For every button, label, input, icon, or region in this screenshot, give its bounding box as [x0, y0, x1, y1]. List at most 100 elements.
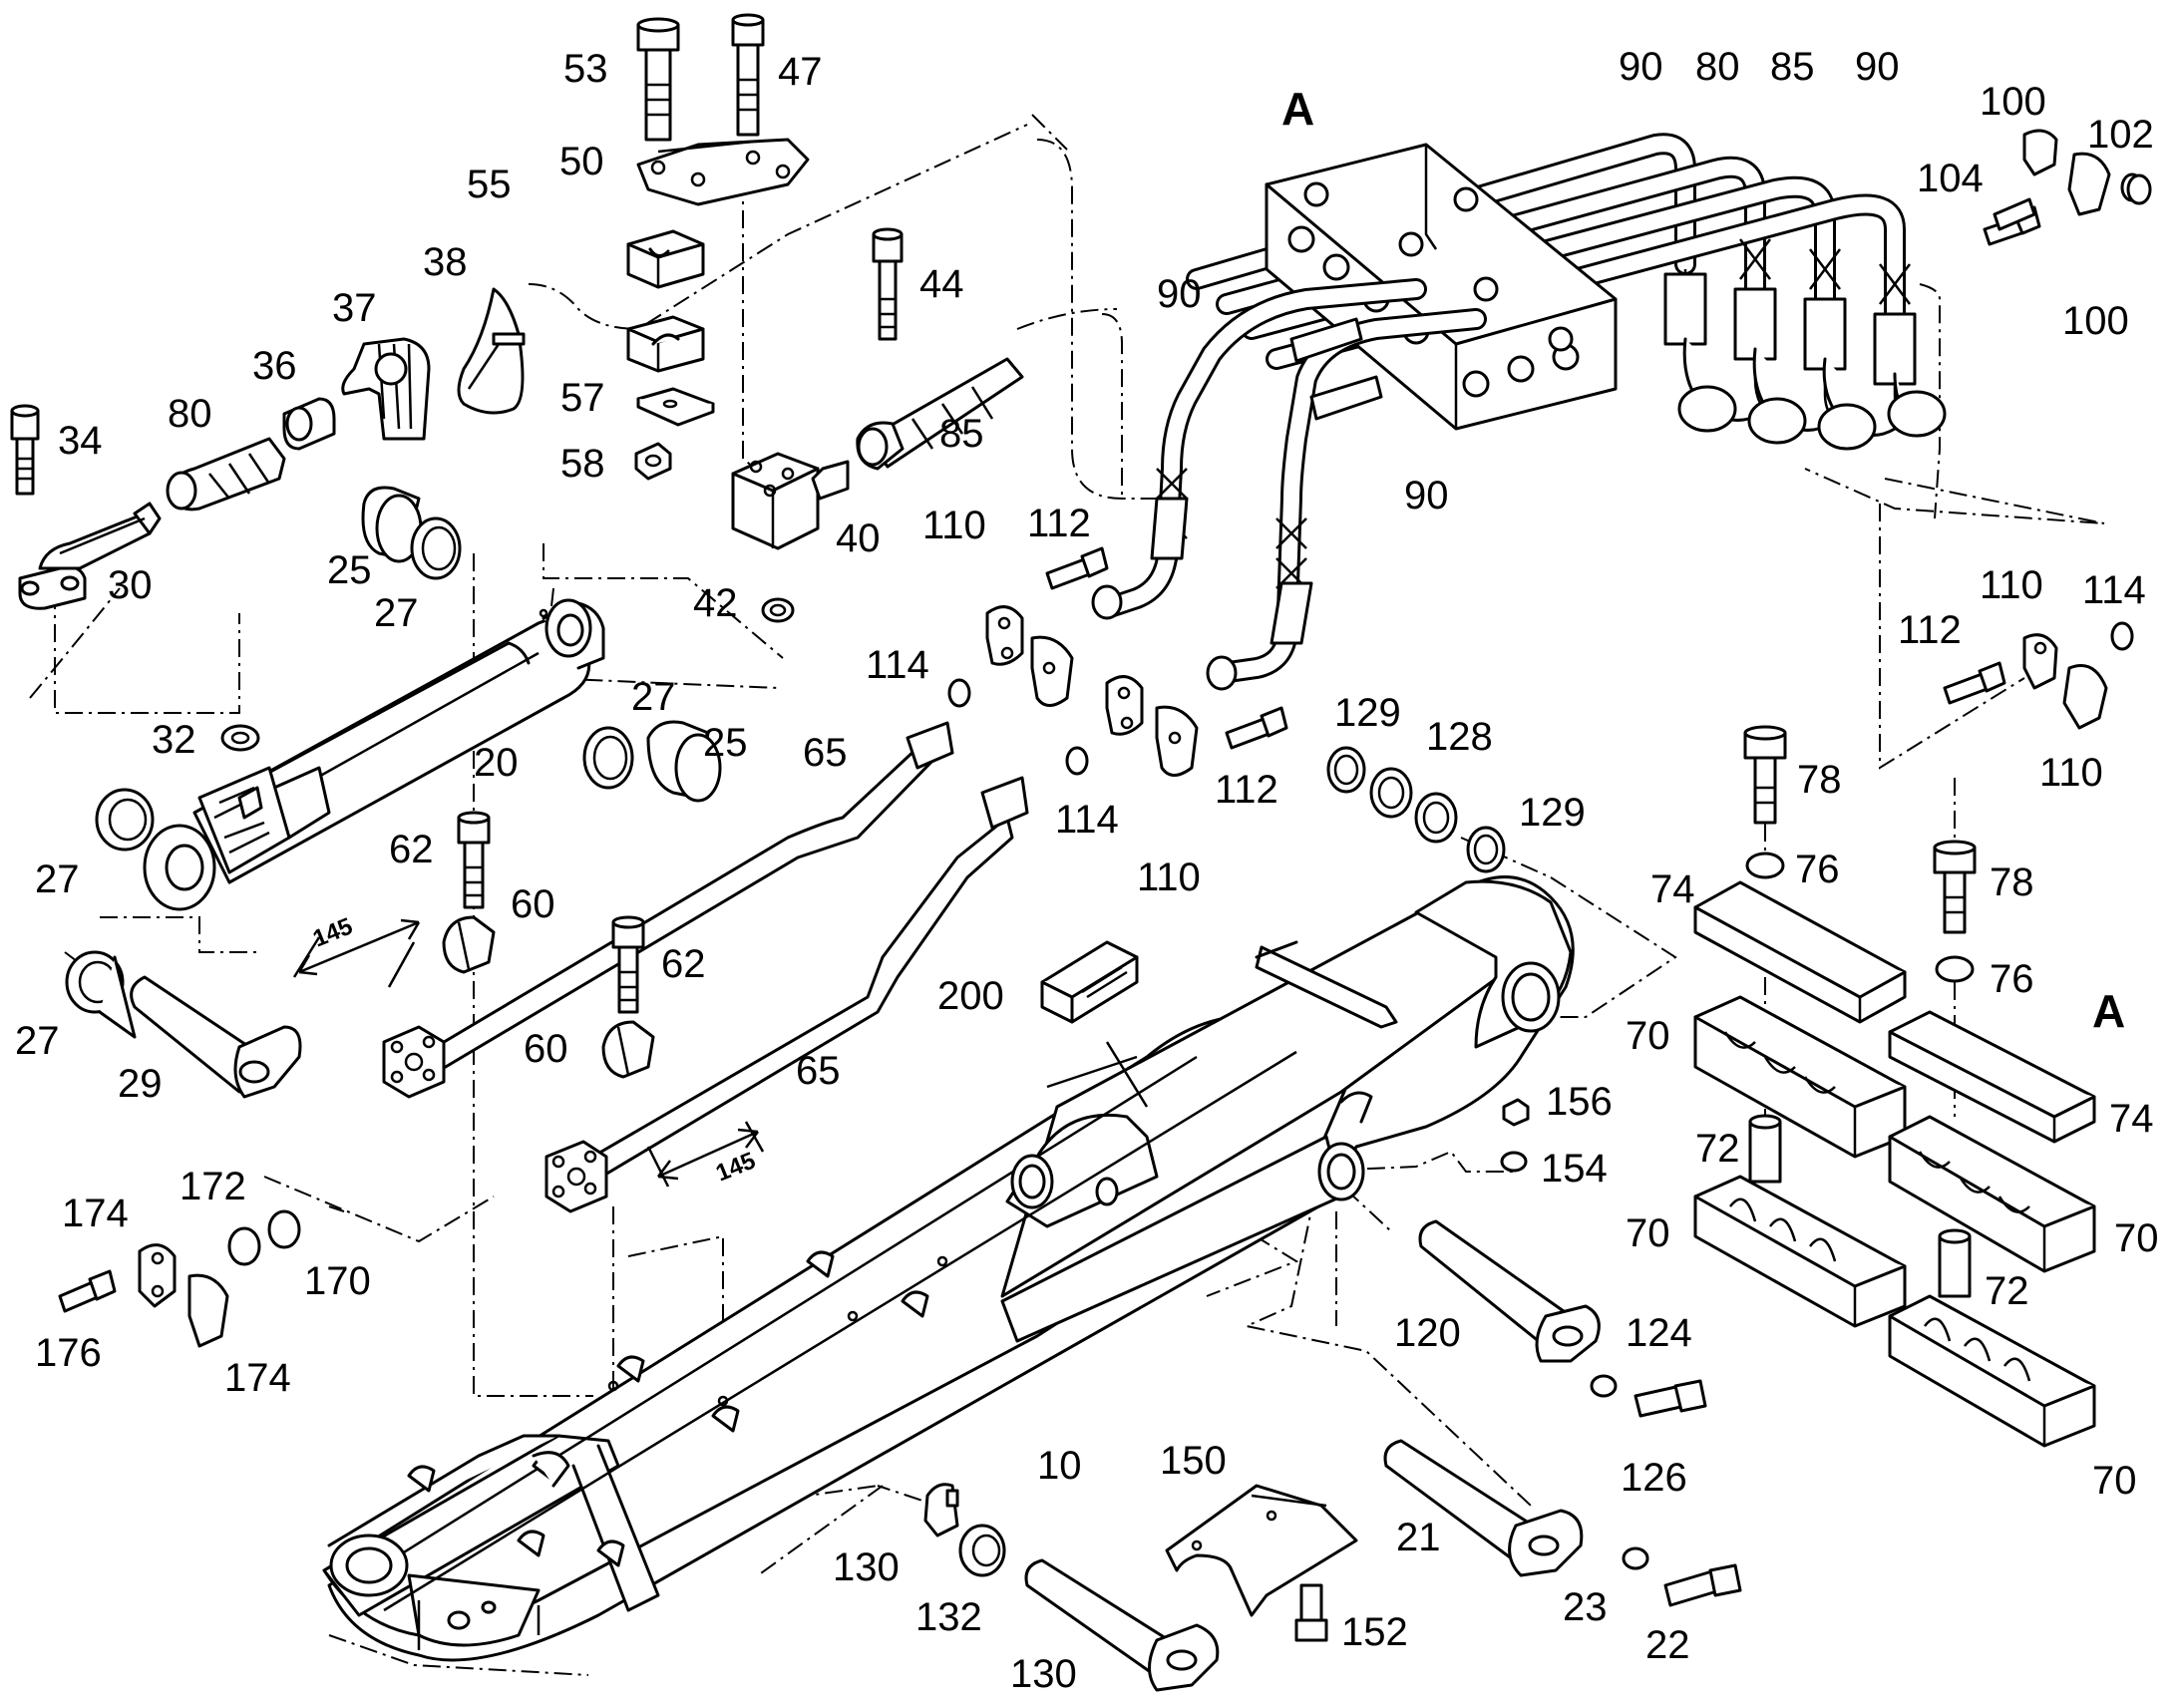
label-124: 124	[1626, 1311, 1692, 1355]
part-62-bolts	[457, 811, 645, 1014]
part-44-bolt	[872, 227, 904, 341]
label-27-c: 27	[35, 857, 80, 901]
label-90-c: 90	[1157, 272, 1202, 316]
label-112-c: 112	[1898, 608, 1962, 652]
label-174-a: 174	[62, 1192, 129, 1235]
label-44: 44	[919, 262, 964, 306]
part-65-tubes	[382, 721, 1029, 1213]
part-130-clamp	[923, 1483, 959, 1537]
label-50: 50	[559, 140, 604, 183]
label-76-b: 76	[1990, 957, 2034, 1001]
label-114-b: 114	[1055, 798, 1119, 842]
label-152: 152	[1341, 1610, 1408, 1654]
label-90-d: 90	[1404, 474, 1449, 517]
section-marker-a-top: A	[1281, 83, 1314, 135]
label-36: 36	[252, 344, 297, 388]
label-90-a: 90	[1619, 45, 1663, 89]
label-60-b: 60	[524, 1027, 568, 1071]
label-38: 38	[423, 240, 468, 284]
label-100-a: 100	[1980, 80, 2046, 124]
label-114-a: 114	[866, 643, 929, 687]
label-130-a: 130	[833, 1545, 900, 1589]
part-170-176	[58, 1209, 301, 1348]
label-74-b: 74	[2109, 1097, 2154, 1141]
clamp-stack-left	[1693, 880, 1907, 1328]
label-120: 120	[1394, 1311, 1461, 1355]
part-110-flanges	[985, 129, 2111, 777]
part-80-left	[166, 437, 286, 512]
label-37: 37	[332, 286, 377, 330]
label-65-a: 65	[803, 731, 848, 775]
label-132: 132	[915, 1595, 982, 1639]
label-80-b: 80	[1695, 45, 1740, 89]
label-112-a: 112	[1027, 502, 1091, 545]
label-128: 128	[1426, 715, 1493, 759]
label-110-a: 110	[922, 504, 986, 547]
part-152-bolt	[1294, 1583, 1328, 1642]
part-130-pin	[1024, 1558, 1220, 1692]
label-110-b: 110	[1137, 855, 1201, 899]
label-110-c: 110	[1980, 563, 2043, 607]
label-32: 32	[152, 718, 196, 762]
part-30-fitting	[18, 502, 162, 610]
label-53: 53	[563, 47, 608, 91]
label-170: 170	[304, 1259, 371, 1303]
label-70-a: 70	[1626, 1014, 1670, 1058]
label-70-c: 70	[2114, 1216, 2159, 1260]
label-62-b: 62	[661, 942, 706, 986]
part-37-bracket	[341, 337, 431, 441]
label-130-b: 130	[1010, 1652, 1077, 1696]
part-58-nut	[634, 442, 672, 481]
label-78-a: 78	[1797, 758, 1842, 802]
label-112-b: 112	[1215, 768, 1278, 812]
dimension-145-b: 145	[712, 1148, 759, 1188]
label-65-b: 65	[796, 1049, 841, 1093]
part-27-ring	[65, 516, 634, 1039]
label-85-b: 85	[1770, 45, 1815, 89]
label-114-c: 114	[2082, 568, 2146, 612]
label-80-a: 80	[168, 392, 212, 436]
part-55-clamp-bottom	[626, 315, 705, 373]
label-47: 47	[778, 50, 823, 94]
label-174-b: 174	[224, 1356, 291, 1400]
dimension-145-a: 145	[309, 913, 356, 953]
section-marker-a-right: A	[2092, 985, 2125, 1037]
label-29: 29	[118, 1062, 163, 1106]
part-85-left	[856, 357, 1024, 471]
cylinder-20	[143, 598, 605, 911]
label-42: 42	[693, 581, 738, 625]
label-74-a: 74	[1650, 867, 1695, 911]
label-34: 34	[58, 419, 103, 463]
part-200-box	[1040, 940, 1149, 1108]
part-57-plate	[636, 387, 715, 427]
label-100-b: 100	[2062, 299, 2129, 343]
label-110-d: 110	[2039, 751, 2103, 795]
label-90-b: 90	[1855, 45, 1900, 89]
label-25-b: 25	[703, 721, 748, 765]
part-34-bolt	[10, 404, 40, 496]
label-58: 58	[560, 442, 605, 486]
hose-assembly-top-right	[1091, 133, 1947, 691]
part-53-bolt	[636, 17, 680, 142]
label-60-a: 60	[511, 882, 555, 926]
label-10: 10	[1037, 1444, 1082, 1488]
label-200: 200	[937, 974, 1004, 1018]
label-129-b: 129	[1519, 791, 1586, 835]
part-38-clamp	[457, 287, 526, 415]
dimension-arrows	[292, 918, 765, 1188]
label-25-a: 25	[327, 548, 372, 592]
label-70-b: 70	[1626, 1211, 1670, 1255]
part-29-pin	[130, 975, 302, 1099]
part-124-126	[1590, 1374, 1707, 1418]
part-50-plate	[636, 138, 810, 206]
label-102: 102	[2087, 113, 2154, 157]
part-154-156	[1500, 1098, 1530, 1173]
label-154: 154	[1541, 1147, 1608, 1191]
label-22: 22	[1645, 1623, 1690, 1667]
label-76-a: 76	[1795, 848, 1840, 891]
part-40-block	[731, 452, 850, 550]
label-27-b: 27	[631, 675, 676, 719]
part-25-bush	[361, 486, 722, 803]
part-132-ring	[958, 1524, 1006, 1577]
